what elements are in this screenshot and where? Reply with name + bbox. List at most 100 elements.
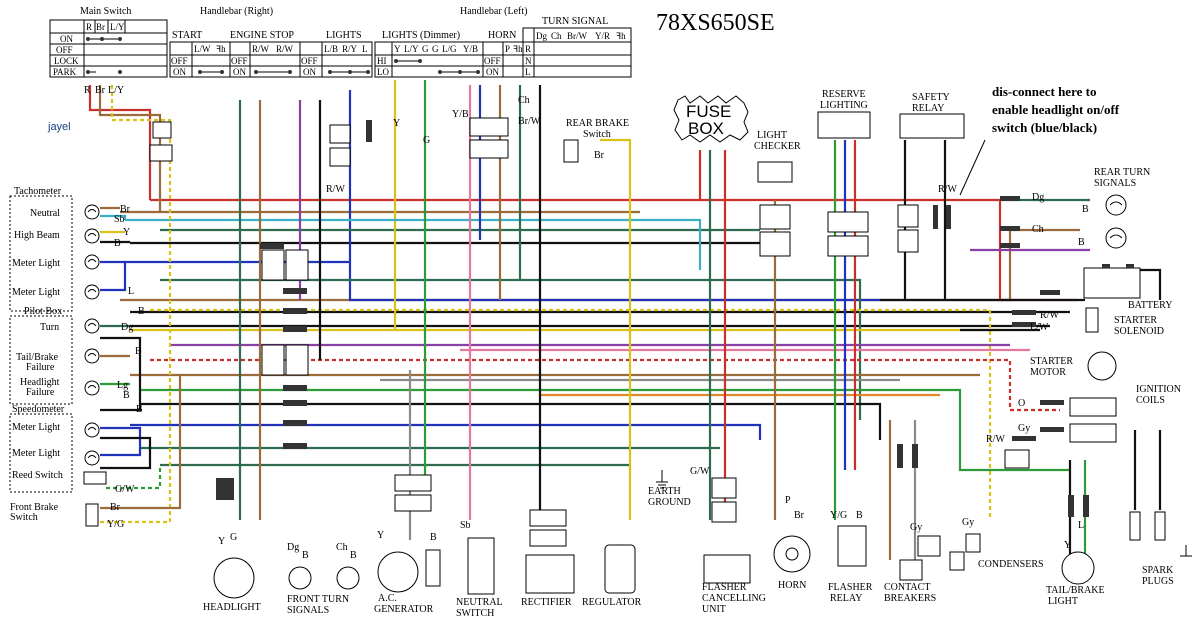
wire-label-br-fbs: Br — [110, 502, 121, 513]
left-col-g2: G — [432, 44, 439, 54]
wire-label-y-gen: Y — [377, 530, 384, 541]
reserve-lighting-icon — [817, 111, 871, 139]
wire-labels-center: Y G Y/B Ch Br/W R/W Br R/W Dg B Ch B R/W… — [218, 95, 1089, 561]
battery-label: BATTERY — [1128, 300, 1172, 311]
wire-label-rw-relay: R/W — [938, 184, 957, 195]
wire-label-gy-coil: Gy — [1018, 423, 1030, 434]
main-col-ly: L/Y — [110, 22, 125, 32]
bulb-icon — [84, 348, 100, 364]
turn-lamp-label: Turn — [40, 322, 59, 333]
wire-label-br: Br — [95, 85, 106, 96]
left-col-y: Y — [394, 44, 401, 54]
front-brake-switch-label-2: Switch — [10, 512, 38, 523]
instrument-cluster: Tachometer Neutral High Beam Meter Light… — [9, 186, 182, 527]
headlight-label: HEADLIGHT — [203, 602, 261, 613]
right-handlebar-table: Handlebar (Right) START ENGINE STOP LIGH… — [169, 6, 373, 78]
ignition-coils-label-2: COILS — [1136, 395, 1165, 406]
bulb-icon — [84, 450, 100, 466]
earth-ground-label-2: GROUND — [648, 497, 691, 508]
ignition-coils-label-1: IGNITION — [1136, 384, 1181, 395]
neutral-lamp-label: Neutral — [30, 208, 60, 219]
bulb-icon — [84, 204, 100, 220]
contact-breaker-icon — [899, 559, 923, 581]
tail-brake-failure-label-2: Failure — [26, 362, 55, 373]
wire-labels-left: R Br L/Y Br Sb Y B L B Dg B Lg B B G/W B… — [84, 85, 145, 530]
turn-col-yr: Y/R — [595, 31, 610, 41]
fuse-box-line-1: FUSE — [686, 102, 731, 121]
wire-label-gw: G/W — [115, 484, 135, 495]
flasher-relay-label-1: FLASHER — [828, 582, 873, 593]
starter-solenoid-label-1: STARTER — [1114, 315, 1157, 326]
bulb-icon — [84, 228, 100, 244]
wire-label-g-head: G — [230, 532, 237, 543]
regulator-label: REGULATOR — [582, 597, 642, 608]
coil-icon — [1069, 397, 1117, 417]
wire-label-brw: Br/W — [518, 116, 541, 127]
spark-plugs-label-1: SPARK — [1142, 565, 1174, 576]
contact-breaker-icon — [917, 535, 941, 557]
main-row-park: PARK — [53, 67, 77, 77]
wire-label-l-tach: L — [128, 286, 134, 297]
reserve-lighting-label-2: LIGHTING — [820, 100, 868, 111]
rear-brake-label-1: REAR BRAKE — [566, 118, 629, 129]
diagram-title: 78XS650SE — [656, 10, 775, 36]
author-signature: jayel — [47, 121, 71, 133]
main-col-br: Br — [96, 22, 105, 32]
tail-brake-failure-label-1: Tail/Brake — [16, 352, 59, 363]
right-col-rw-2: R/W — [276, 44, 294, 54]
neutral-switch: NEUTRAL SWITCH — [456, 537, 503, 619]
tail-light-label-2: LIGHT — [1048, 596, 1078, 607]
left-col-lg: L/G — [442, 44, 457, 54]
neutral-switch-label-1: NEUTRAL — [456, 597, 503, 608]
bulb-icon — [84, 284, 100, 300]
neutral-switch-label-2: SWITCH — [456, 608, 494, 619]
wire-label-br-tach: Br — [120, 204, 131, 215]
es-row-on: ON — [233, 67, 246, 77]
headlight-failure-label-2: Failure — [26, 387, 55, 398]
starter-motor-label-2: MOTOR — [1030, 367, 1066, 378]
light-checker-label-2: CHECKER — [754, 141, 801, 152]
wire-label-rw-sol: R/W — [1040, 310, 1059, 321]
flasher-relay: FLASHER RELAY — [828, 525, 873, 604]
wire-label-ch-main: Ch — [518, 95, 530, 106]
wire-label-lg: Lg — [117, 380, 128, 391]
turn-lamp-icon — [1105, 194, 1127, 216]
rectifier-label: RECTIFIER — [521, 597, 572, 608]
main-row-lock: LOCK — [54, 56, 79, 66]
right-col-start-ground: ꟻh — [216, 44, 226, 54]
start-label: START — [172, 30, 202, 41]
right-col-l: L — [362, 44, 368, 54]
wire-label-dg-front: Dg — [287, 542, 299, 553]
ignition-coils: IGNITION COILS — [1069, 384, 1181, 443]
bulb-icon — [84, 254, 100, 270]
main-row-on: ON — [60, 34, 73, 44]
high-beam-lamp-label: High Beam — [14, 230, 60, 241]
wire-label-sb: Sb — [114, 214, 125, 225]
pilot-box-label: Pilot Box — [24, 306, 62, 317]
battery-icon — [1083, 267, 1141, 299]
safety-relay-label-2: RELAY — [912, 103, 944, 114]
wire-label-gw-flasher: G/W — [690, 466, 710, 477]
wire-label-br-rbs: Br — [594, 150, 605, 161]
bulb-icon — [84, 380, 100, 396]
wire-label-yg: Y/G — [107, 519, 124, 530]
horn-label-bottom: HORN — [778, 580, 806, 591]
left-col-yb: Y/B — [463, 44, 478, 54]
wire-label-b-speedo: B — [136, 404, 143, 415]
safety-relay: SAFETY RELAY — [899, 92, 965, 139]
note-line-1: dis-connect here to — [992, 84, 1096, 99]
turn-row-l: L — [525, 67, 531, 77]
turn-row-r: R — [525, 44, 531, 54]
safety-relay-icon — [899, 113, 965, 139]
wire-label-ch-front: Ch — [336, 542, 348, 553]
wire-label-b-rear-1: B — [1082, 204, 1089, 215]
wire-label-ly: L/Y — [108, 85, 124, 96]
horn-col-p: P — [505, 44, 510, 54]
generator-icon — [377, 551, 419, 593]
tachometer-label: Tachometer — [14, 186, 62, 197]
wire-label-br-horn: Br — [794, 510, 805, 521]
contact-breakers-label-2: BREAKERS — [884, 593, 936, 604]
wire-label-b-pilot: B — [138, 306, 145, 317]
turn-col-brw: Br/W — [567, 31, 588, 41]
left-handlebar-table: Handlebar (Left) LIGHTS (Dimmer) HORN TU… — [374, 6, 632, 78]
